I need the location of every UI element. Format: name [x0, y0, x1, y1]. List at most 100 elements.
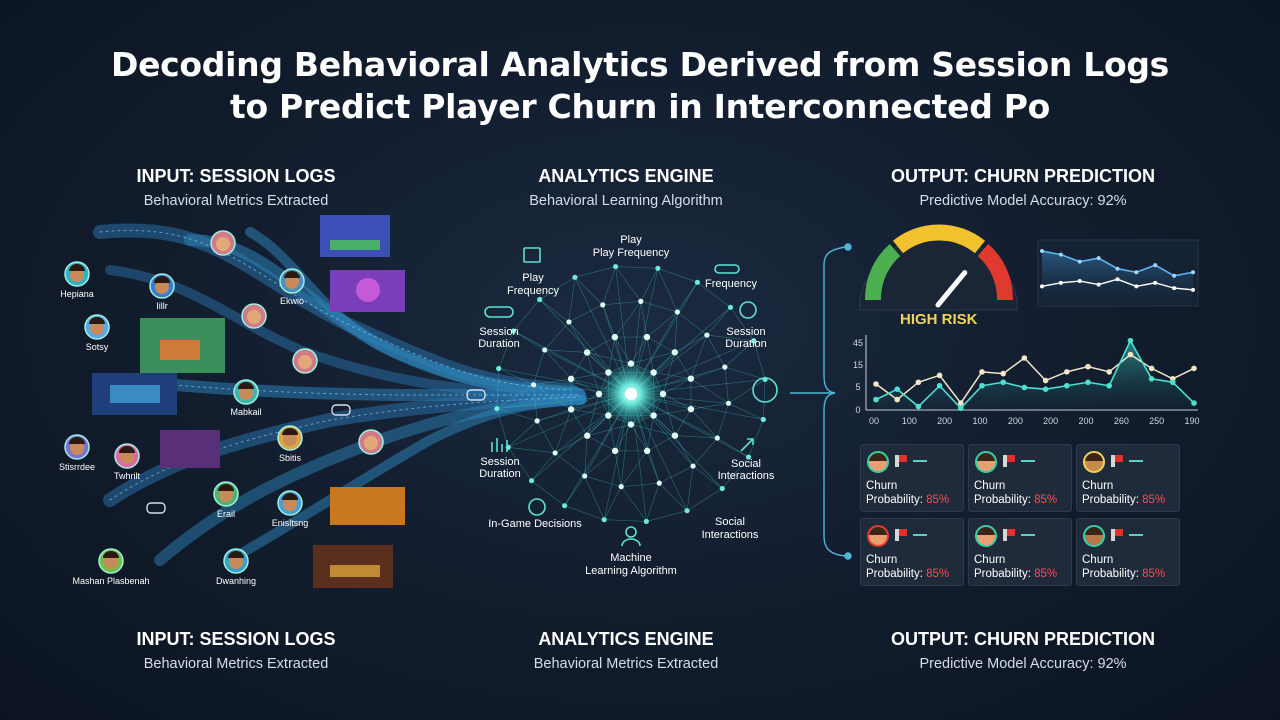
engine-heading-subtitle: Behavioral Learning Algorithm	[529, 193, 723, 209]
mini-chart-point	[1134, 284, 1139, 289]
player-avatar[interactable]: Iillr	[149, 273, 175, 311]
output-heading-bottom: OUTPUT: CHURN PREDICTION Predictive Mode…	[843, 629, 1203, 672]
player-avatar[interactable]	[210, 230, 236, 256]
churn-card-6[interactable]: Churn Probability: 85%	[1076, 518, 1180, 586]
network-node	[562, 503, 568, 509]
engine-icons	[484, 247, 778, 547]
network-node	[684, 508, 690, 514]
input-heading-bottom: INPUT: SESSION LOGS Behavioral Metrics E…	[56, 629, 416, 672]
churn-card-2[interactable]: Churn Probability: 85%	[968, 444, 1072, 512]
card-title: Churn	[1082, 480, 1114, 492]
mini-chart-point	[1058, 280, 1063, 285]
controller-icon	[466, 389, 486, 401]
network-node	[643, 518, 649, 525]
player-name: Sbitis	[279, 453, 302, 463]
network-node	[643, 333, 651, 341]
person-icon	[625, 526, 637, 538]
chart-point	[894, 396, 900, 403]
avatar-hair	[154, 276, 170, 283]
chart-point	[936, 372, 943, 379]
player-avatar[interactable]: Sbitis	[277, 425, 303, 463]
player-avatar[interactable]: Ekwio	[279, 268, 305, 306]
mini-chart-point	[1115, 277, 1120, 282]
chart-point	[1021, 384, 1028, 391]
avatar	[975, 525, 997, 547]
status-dash	[1129, 534, 1143, 536]
player-avatar[interactable]: Dwanhing	[216, 548, 256, 586]
flag-icon	[1003, 455, 1015, 467]
engine-label-social2: Social	[715, 516, 745, 528]
network-node	[510, 328, 517, 334]
avatar	[867, 525, 889, 547]
network-node	[552, 450, 558, 456]
player-avatar[interactable]	[292, 348, 318, 374]
head-icon	[752, 377, 778, 403]
network-node	[595, 390, 603, 398]
network-node	[687, 405, 695, 413]
network-node	[760, 416, 766, 423]
input-heading-subtitle: Behavioral Metrics Extracted	[143, 656, 329, 672]
network-node	[694, 279, 700, 285]
probability-value: 85%	[926, 494, 950, 506]
engine-heading-title: ANALYTICS ENGINE	[538, 166, 714, 186]
avatar-hair	[238, 382, 254, 389]
status-dash	[913, 460, 927, 462]
avatar	[975, 451, 997, 473]
document-icon	[523, 247, 541, 263]
flag-icon	[1003, 529, 1015, 541]
avatar-face	[285, 275, 299, 289]
player-avatar[interactable]: Mabkail	[230, 379, 262, 417]
card-probability: Probability: 85%	[1082, 568, 1166, 580]
engine-heading-top: ANALYTICS ENGINE Behavioral Learning Alg…	[446, 166, 806, 209]
player-avatar[interactable]: Stisrrdee	[59, 434, 95, 472]
chart-point	[1106, 382, 1112, 389]
card-title: Churn	[1082, 554, 1114, 566]
probability-value: 85%	[1142, 494, 1166, 506]
network-node	[655, 265, 661, 271]
player-avatar[interactable]: Enisltsng	[272, 490, 309, 528]
player-avatar[interactable]: Erail	[213, 481, 239, 519]
chart-point	[936, 382, 943, 389]
network-node	[566, 319, 572, 325]
churn-card-4[interactable]: Churn Probability: 85%	[860, 518, 964, 586]
probability-value: 85%	[926, 568, 950, 580]
player-avatar[interactable]: Mashan Plasbenah	[72, 548, 150, 586]
probability-value: 85%	[1034, 494, 1058, 506]
card-probability: Probability: 85%	[866, 568, 950, 580]
engine-label-frequency-left: Frequency	[507, 285, 559, 297]
x-tick-label: 100	[902, 416, 917, 426]
network-node	[496, 365, 502, 372]
engine-label-session-right: Session	[726, 326, 765, 338]
card-title: Churn	[974, 480, 1006, 492]
player-avatar[interactable]: Sotsy	[84, 314, 110, 352]
mini-chart	[1037, 239, 1199, 307]
engine-heading-bottom: ANALYTICS ENGINE Behavioral Metrics Extr…	[446, 629, 806, 672]
player-avatar[interactable]: Twhrilt	[114, 443, 141, 481]
mini-chart-point	[1096, 256, 1101, 261]
engine-label-session-left2: Session	[480, 456, 519, 468]
chart-point	[873, 381, 879, 387]
mini-chart-point	[1191, 287, 1195, 292]
churn-card-5[interactable]: Churn Probability: 85%	[968, 518, 1072, 586]
churn-card-1[interactable]: Churn Probability: 85%	[860, 444, 964, 512]
network-node	[745, 454, 752, 460]
player-avatar[interactable]: Hepiana	[60, 261, 94, 299]
game-thumbnails	[92, 215, 405, 588]
engine-label-social: Social	[731, 458, 761, 470]
network-node	[530, 382, 537, 388]
chart-point	[979, 369, 985, 375]
player-avatar[interactable]	[241, 303, 267, 329]
avatar-face	[104, 555, 118, 569]
card-probability: Probability: 85%	[1082, 494, 1166, 506]
network-node	[613, 263, 619, 270]
chart-point	[1170, 379, 1176, 386]
y-tick-label: 15	[853, 360, 863, 370]
output-connector	[790, 243, 852, 560]
player-avatar[interactable]	[358, 429, 384, 455]
gamepad-icon	[714, 264, 740, 274]
churn-card-3[interactable]: Churn Probability: 85%	[1076, 444, 1180, 512]
network-node	[584, 432, 591, 439]
